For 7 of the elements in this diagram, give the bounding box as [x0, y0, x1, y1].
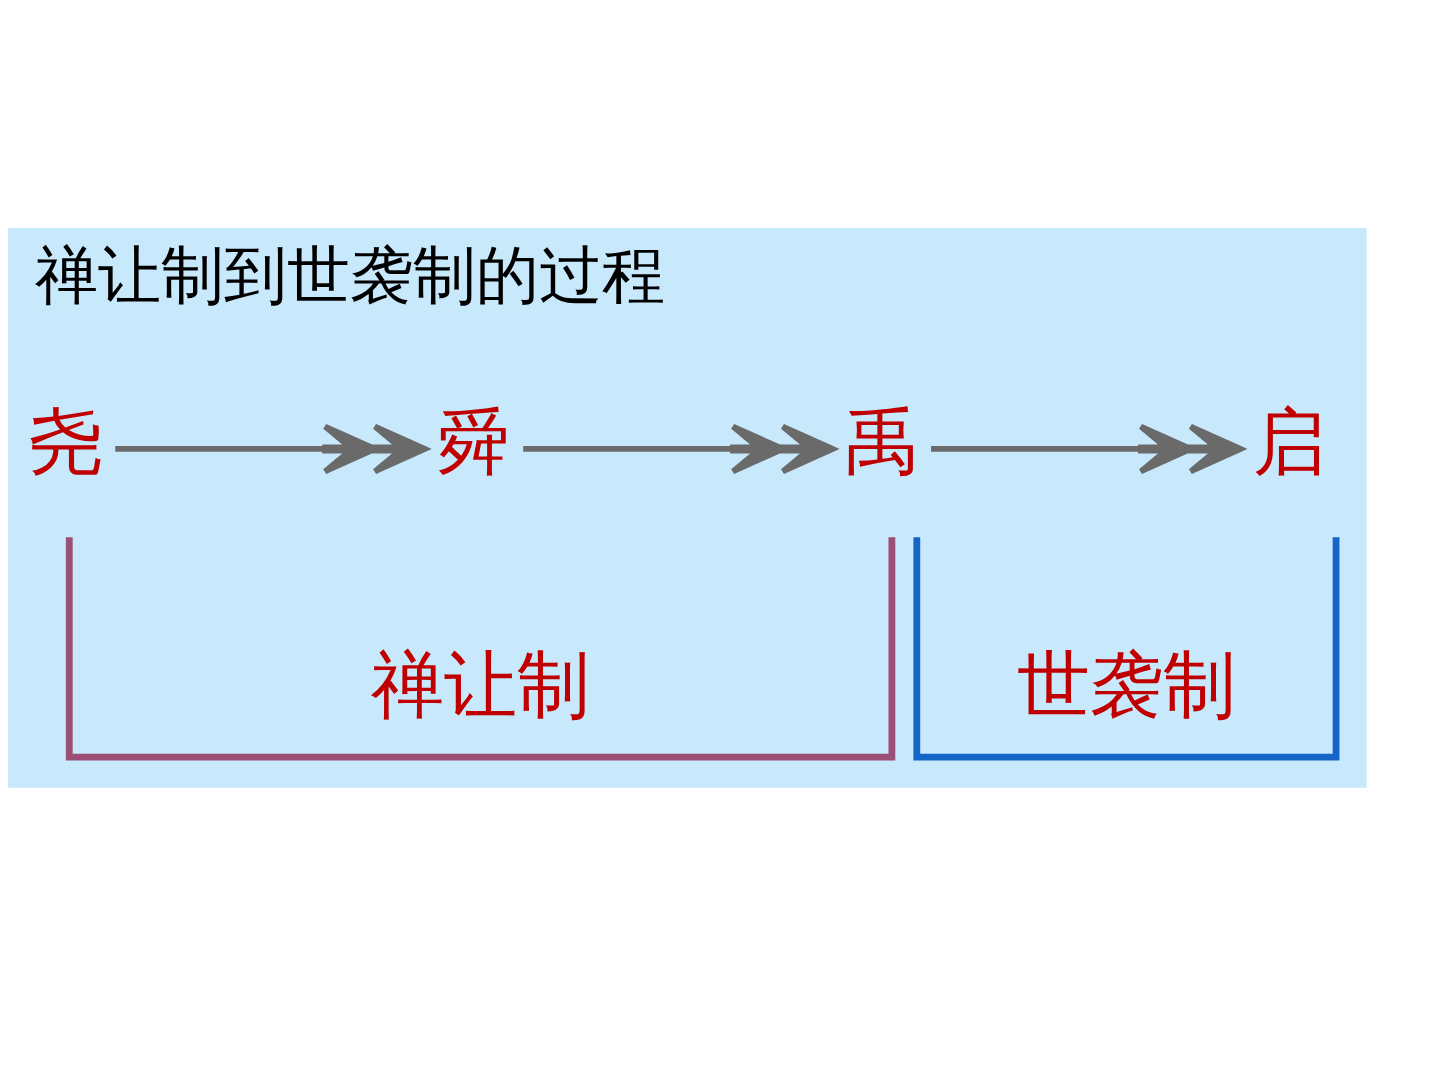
diagram-title: 禅让制到世袭制的过程 [35, 237, 666, 312]
label: 世袭制 [1016, 642, 1236, 727]
node-text: 尧 [29, 399, 103, 484]
label: 禅让制 [370, 642, 590, 727]
node-text: 禹 [845, 399, 919, 484]
node-text: 舜 [437, 399, 511, 484]
node-text: 启 [1253, 399, 1327, 484]
